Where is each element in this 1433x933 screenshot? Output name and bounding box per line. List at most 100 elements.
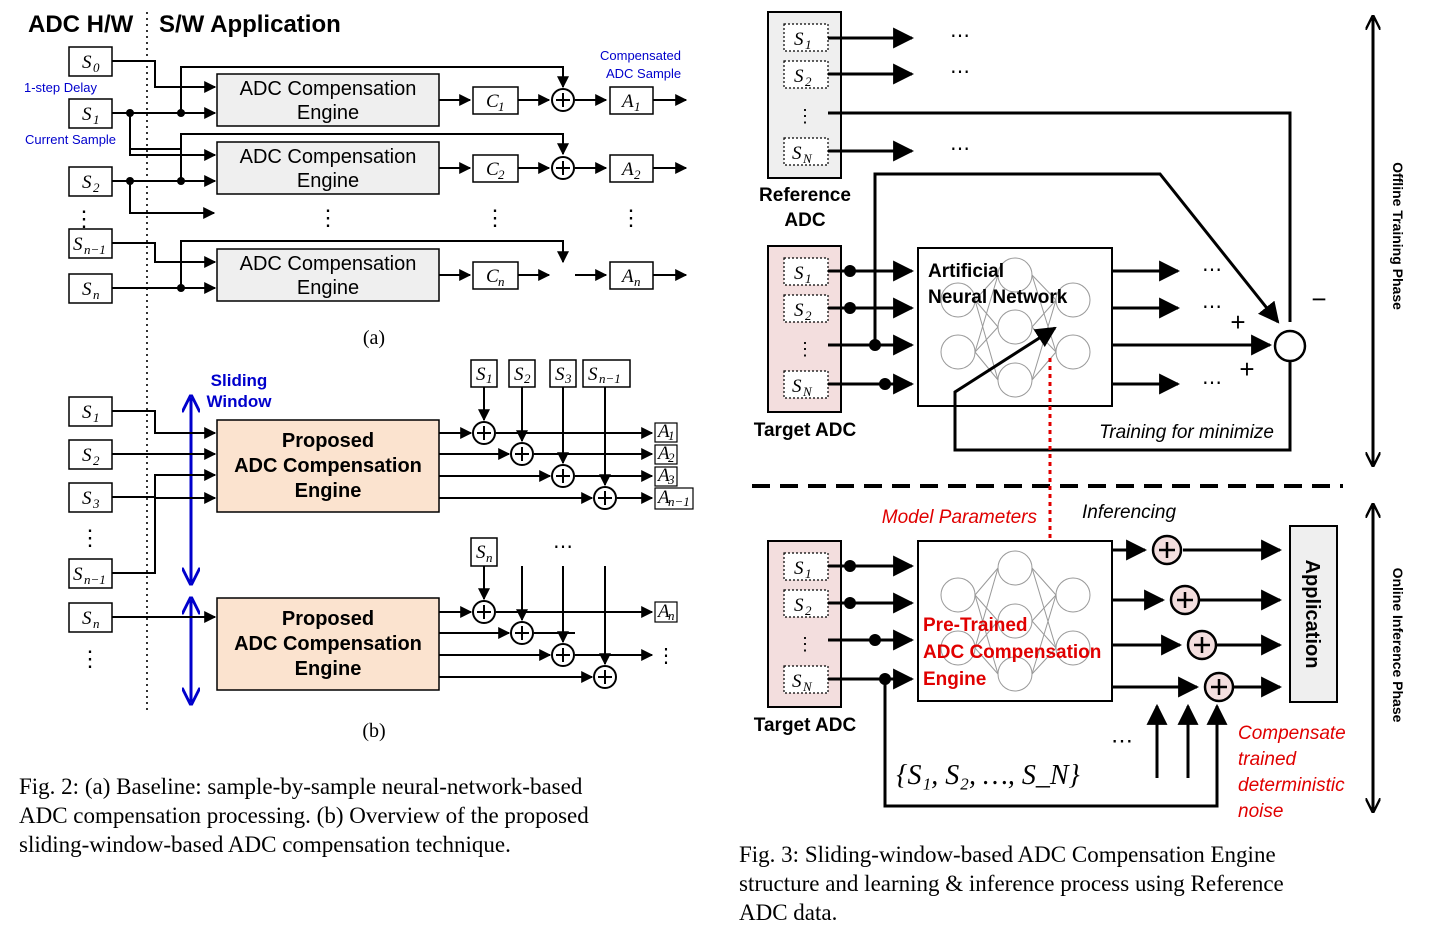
svg-text:S: S xyxy=(792,376,802,397)
svg-text:trained: trained xyxy=(1238,749,1298,770)
svg-text:1: 1 xyxy=(805,37,812,52)
label-a: (a) xyxy=(363,327,385,349)
svg-text:2: 2 xyxy=(498,167,505,182)
svg-text:S: S xyxy=(514,364,524,385)
svg-text:n: n xyxy=(93,616,100,631)
svg-text:deterministic: deterministic xyxy=(1238,775,1345,796)
compensation-adder-2 xyxy=(1169,584,1201,616)
fig2-caption-line: ADC compensation processing. (b) Overvie… xyxy=(19,803,589,828)
svg-text:2: 2 xyxy=(805,603,812,618)
label-compensated: Compensated xyxy=(600,48,681,63)
svg-text:S: S xyxy=(794,66,804,87)
svg-text:3: 3 xyxy=(667,472,675,487)
svg-text:C: C xyxy=(486,91,499,112)
svg-text:1: 1 xyxy=(498,99,505,114)
svg-text:n−1: n−1 xyxy=(84,572,106,587)
svg-text:n: n xyxy=(486,550,493,565)
adc-compensation-engine-n: ADC Compensation Engine xyxy=(216,248,440,302)
ellipsis: ⋯ xyxy=(950,25,970,47)
fig2-caption-line: sliding-window-based ADC compensation te… xyxy=(19,832,511,857)
fig2b-wires xyxy=(112,387,654,683)
proposed-engine-1: Proposed ADC Compensation Engine xyxy=(216,419,440,513)
svg-text:2: 2 xyxy=(524,371,531,386)
svg-text:1: 1 xyxy=(805,271,812,286)
svg-text:Neural Network: Neural Network xyxy=(928,287,1068,308)
label-adc-sample: ADC Sample xyxy=(606,66,681,81)
svg-text:A: A xyxy=(620,266,634,287)
svg-text:Engine: Engine xyxy=(297,277,359,299)
svg-text:Proposed: Proposed xyxy=(282,430,374,452)
adder-b-6 xyxy=(510,621,534,645)
adder-b-5 xyxy=(472,600,496,624)
adder-b-3 xyxy=(551,464,575,488)
vdots: ⋮ xyxy=(484,205,506,230)
svg-text:⋮: ⋮ xyxy=(796,106,814,126)
adder-b-8 xyxy=(593,665,617,689)
compensate-note: Compensate trained deterministic noise xyxy=(1238,723,1346,822)
output-a2: A2 xyxy=(654,443,678,465)
training-wires xyxy=(828,172,1292,452)
svg-text:n−1: n−1 xyxy=(599,371,621,386)
svg-text:S: S xyxy=(555,364,565,385)
training-for-minimize: Training for minimize xyxy=(1099,422,1274,443)
svg-text:Proposed: Proposed xyxy=(282,608,374,630)
svg-text:2: 2 xyxy=(93,453,100,468)
svg-text:ADC: ADC xyxy=(784,210,825,231)
ellipsis: ⋯ xyxy=(950,61,970,83)
svg-text:S: S xyxy=(82,488,92,509)
label-current-sample: Current Sample xyxy=(25,132,116,147)
fig2-caption-line: Fig. 2: (a) Baseline: sample-by-sample n… xyxy=(19,774,583,799)
svg-text:n: n xyxy=(634,274,641,289)
svg-text:S: S xyxy=(794,558,804,579)
svg-text:1: 1 xyxy=(668,428,675,443)
output-an: An xyxy=(654,601,678,623)
vdots: ⋮ xyxy=(79,646,101,671)
svg-text:A: A xyxy=(656,465,670,486)
svg-text:Target ADC: Target ADC xyxy=(754,420,857,441)
ellipsis: ⋯ xyxy=(950,138,970,160)
adc-compensation-engine-2: ADC Compensation Engine xyxy=(216,141,440,195)
svg-text:n: n xyxy=(93,287,100,302)
svg-text:1: 1 xyxy=(805,566,812,581)
svg-text:C: C xyxy=(486,159,499,180)
fig3-caption-line: structure and learning & inference proce… xyxy=(739,871,1284,896)
svg-text:C: C xyxy=(486,266,499,287)
adder-b-4 xyxy=(593,486,617,510)
svg-text:S: S xyxy=(82,52,92,73)
svg-text:S: S xyxy=(82,104,92,125)
sample-set-label: {S₁, S₂, …, S_N} xyxy=(896,760,1079,791)
ellipsis: ⋯ xyxy=(1202,296,1222,318)
output-an-1: An−1 xyxy=(654,487,694,510)
svg-text:Application: Application xyxy=(1301,560,1323,669)
svg-text:S: S xyxy=(476,364,486,385)
inference-wires xyxy=(828,539,1283,808)
ellipsis: ⋯ xyxy=(1202,372,1222,394)
svg-text:ADC Compensation: ADC Compensation xyxy=(240,146,417,168)
fig3-caption-line: Fig. 3: Sliding-window-based ADC Compens… xyxy=(739,842,1276,867)
svg-text:S: S xyxy=(82,445,92,466)
ellipsis: ⋯ xyxy=(1111,728,1133,753)
svg-text:S: S xyxy=(794,300,804,321)
svg-text:Engine: Engine xyxy=(923,669,986,690)
adder-b-1 xyxy=(472,421,496,445)
offline-phase-label: Offline Training Phase xyxy=(1390,162,1406,310)
svg-text:N: N xyxy=(802,151,813,166)
svg-text:2: 2 xyxy=(805,308,812,323)
svg-text:Engine: Engine xyxy=(297,170,359,192)
adder-2 xyxy=(551,156,575,180)
proposed-engine-2: Proposed ADC Compensation Engine xyxy=(216,597,440,691)
vdots: ⋮ xyxy=(79,525,101,550)
plus-sign: + xyxy=(1239,354,1254,384)
svg-text:ADC Compensation: ADC Compensation xyxy=(234,633,422,655)
